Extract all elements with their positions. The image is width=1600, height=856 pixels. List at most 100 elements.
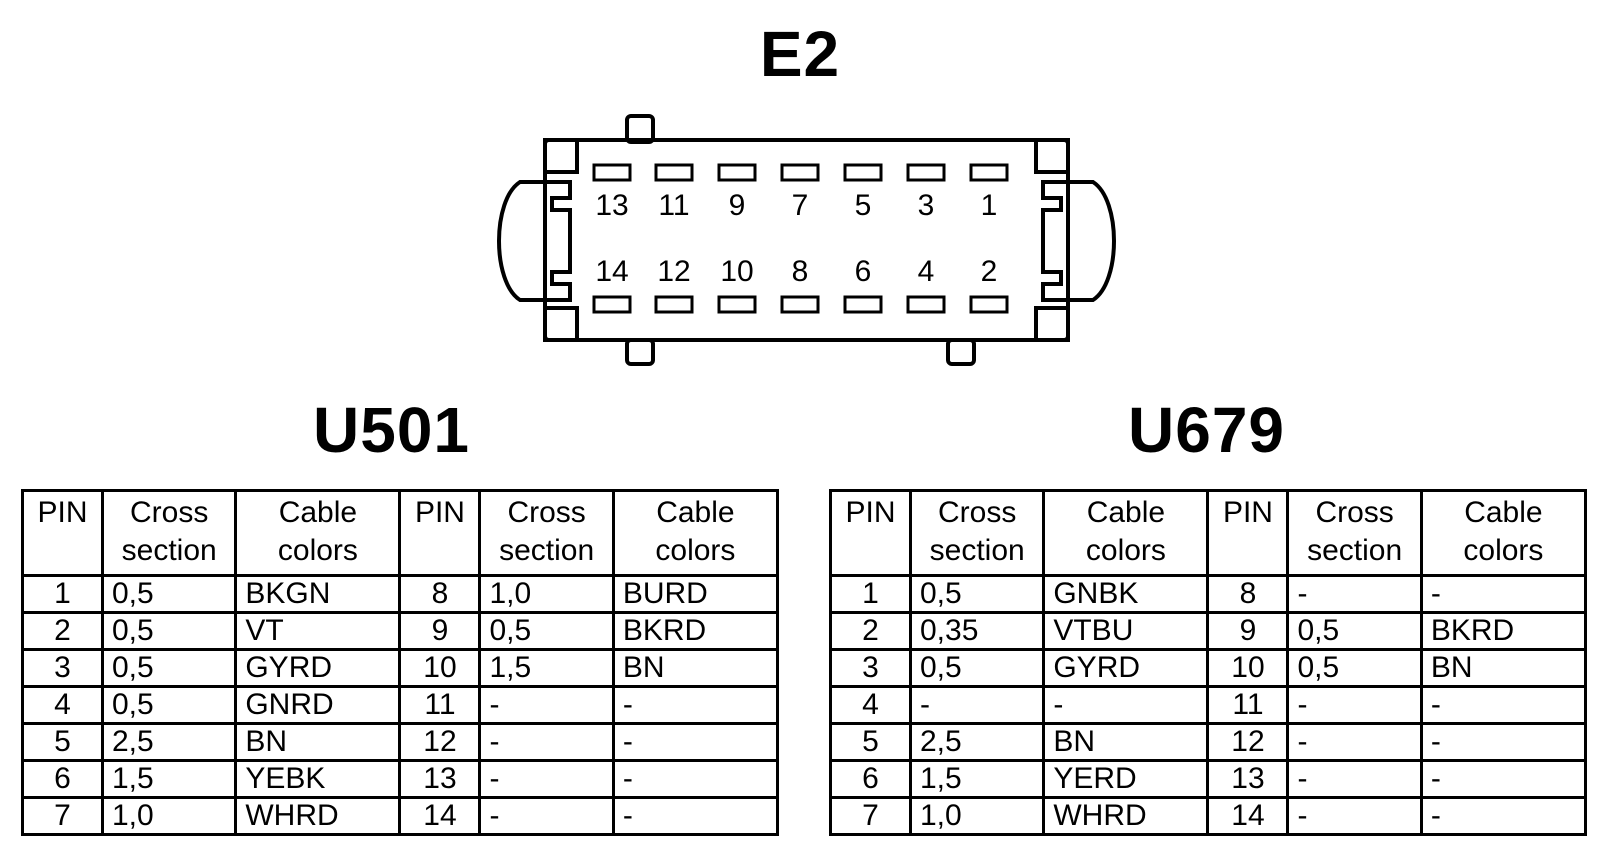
- cable-color-cell: -: [611, 796, 780, 836]
- cross-section-cell: 0,5: [478, 611, 615, 651]
- cable-color-cell: WHRD: [234, 796, 402, 836]
- cable-color-cell: VT: [234, 611, 402, 651]
- pin-label-4: 4: [918, 255, 935, 288]
- cable-color-cell: YERD: [1042, 759, 1210, 799]
- connector-wing-right: [1068, 180, 1116, 302]
- cross-section-cell: -: [1286, 796, 1423, 836]
- pin-table-u679: PIN Cross section Cable colors PIN Cross sectio…: [829, 489, 1588, 836]
- cable-color-cell: GNBK: [1042, 574, 1210, 614]
- pin-cell: 3: [21, 648, 104, 688]
- header-pin: PIN: [398, 489, 482, 577]
- pin-cell: 7: [829, 796, 912, 836]
- pin-cell: 12: [1206, 722, 1290, 762]
- cable-color-cell: WHRD: [1042, 796, 1210, 836]
- header-cross-section-text: Cross: [938, 496, 1017, 529]
- pin-slots-bottom: [592, 295, 1009, 314]
- cable-color-cell: -: [611, 685, 780, 725]
- header-cross-section-text: Cross: [1315, 496, 1394, 529]
- cross-section-cell: -: [478, 722, 615, 762]
- pin-cell: 9: [1206, 611, 1290, 651]
- connector-corner-bl: [543, 306, 579, 342]
- cross-section-cell: 1,0: [908, 796, 1046, 836]
- cable-color-cell: GYRD: [1042, 648, 1210, 688]
- header-pin-text: PIN: [845, 496, 896, 529]
- header-cross-section-text: section: [121, 534, 217, 567]
- header-cable-colors-text: colors: [1085, 534, 1166, 567]
- pin-cell: 11: [398, 685, 482, 725]
- pin-cell: 5: [829, 722, 912, 762]
- pin-cell: 13: [1206, 759, 1290, 799]
- cable-color-cell: BN: [234, 722, 402, 762]
- header-cable-colors-text: Cable: [656, 496, 735, 529]
- pin-cell: 12: [398, 722, 482, 762]
- header-cable-colors-text: colors: [277, 534, 358, 567]
- cross-section-cell: 0,5: [100, 574, 238, 614]
- header-cable-colors-text: Cable: [1464, 496, 1543, 529]
- connector-body: [543, 138, 1070, 342]
- cross-section-cell: -: [1286, 574, 1423, 614]
- cross-section-cell: 0,5: [908, 648, 1046, 688]
- table-row: 4--11--: [829, 685, 1588, 725]
- header-cross-section-text: Cross: [130, 496, 209, 529]
- cable-color-cell: -: [1419, 685, 1588, 725]
- cable-color-cell: BKGN: [234, 574, 402, 614]
- header-cross-section-text: section: [929, 534, 1025, 567]
- header-cross-section-text: section: [499, 534, 595, 567]
- cable-color-cell: BN: [1042, 722, 1210, 762]
- cross-section-cell: 2,5: [100, 722, 238, 762]
- cable-color-cell: -: [611, 759, 780, 799]
- cross-section-cell: 0,5: [1286, 648, 1423, 688]
- pin-label-1: 1: [981, 189, 998, 222]
- header-cable-colors-text: Cable: [1086, 496, 1166, 529]
- cross-section-cell: 1,0: [478, 574, 615, 614]
- pin-cell: 9: [398, 611, 482, 651]
- cable-color-cell: YEBK: [234, 759, 402, 799]
- pin-cell: 5: [21, 722, 104, 762]
- cross-section-cell: 0,5: [100, 611, 238, 651]
- connector-wing-left: [497, 180, 545, 302]
- table-header-row: PIN Cross section Cable colors PIN Cross sectio…: [829, 489, 1588, 577]
- connector-inner-left: [545, 180, 572, 302]
- pin-label-5: 5: [855, 189, 872, 222]
- cross-section-cell: -: [478, 796, 615, 836]
- connector-corner-br: [1034, 306, 1070, 342]
- cable-color-cell: -: [1419, 759, 1588, 799]
- pin-label-3: 3: [918, 189, 935, 222]
- cable-color-cell: -: [1042, 685, 1210, 725]
- table-title-u501: U501: [313, 394, 470, 466]
- header-pin-text: PIN: [1222, 496, 1273, 529]
- pin-label-8: 8: [792, 255, 809, 288]
- cross-section-cell: 1,5: [908, 759, 1046, 799]
- header-pin: PIN: [21, 489, 104, 577]
- pin-slots-top: [592, 163, 1009, 182]
- pin-cell: 13: [398, 759, 482, 799]
- connector-latch-bottom-left: [625, 338, 655, 366]
- header-cable-colors: Cable colors: [1042, 489, 1210, 577]
- pin-cell: 11: [1206, 685, 1290, 725]
- header-cross-section-text: section: [1307, 534, 1403, 567]
- pin-cell: 10: [398, 648, 482, 688]
- table-title-u679: U679: [1128, 394, 1285, 466]
- cross-section-cell: -: [1286, 722, 1423, 762]
- header-cross-section: Cross section: [908, 489, 1046, 577]
- pin-cell: 8: [398, 574, 482, 614]
- header-pin: PIN: [1206, 489, 1290, 577]
- pin-label-2: 2: [981, 255, 998, 288]
- pin-label-9: 9: [729, 189, 746, 222]
- cross-section-cell: 0,5: [100, 648, 238, 688]
- cable-color-cell: BKRD: [1419, 611, 1588, 651]
- header-cross-section: Cross section: [1286, 489, 1423, 577]
- cross-section-cell: -: [478, 685, 615, 725]
- connector-diagram: 13 11 9 7 5 3 1 14 12 10 8 6 4 2: [497, 114, 1116, 366]
- cross-section-cell: 0,5: [908, 574, 1046, 614]
